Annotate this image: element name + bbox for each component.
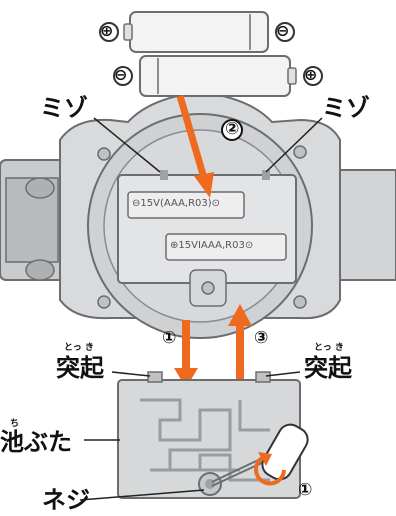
step-1-screw-marker: ① [298,480,313,500]
groove-label-left: ミゾ [40,94,88,122]
battery-cover-ruby: ち [10,419,20,429]
protrusion-label-right: 突起 [304,354,352,382]
step-3-marker: ③ [254,328,269,348]
screwdriver-icon [211,423,309,487]
insert-arrow [176,95,214,198]
leader-lines [79,117,323,501]
plus-icon: ⊕ [100,21,114,40]
protrusion-ruby-left: とっ き [64,343,94,353]
minus-icon: ⊖ [276,21,290,40]
battery-cover [117,371,301,499]
protrusion-ruby-right: とっ き [314,343,344,353]
screw-label: ネジ [42,486,90,514]
step-1-marker: ① [162,328,177,348]
compartment-label-lower: ⊕15VIAAA,R03⊙ [170,240,254,251]
battery-bottom [139,55,297,97]
remove-cover-arrow [174,320,198,388]
plus-icon: ⊕ [304,65,318,84]
rotate-arrow [254,456,286,486]
battery-cover-label: 池ぶた [0,428,72,456]
compartment-label-upper: ⊖15V(AAA,R03)⊙ [132,198,221,209]
battery-compartment [117,170,297,307]
step-2-marker: ② [225,119,240,139]
attach-cover-arrow [228,304,252,390]
groove-label-right: ミゾ [322,94,370,122]
minus-icon: ⊖ [114,65,128,84]
protrusion-label-left: 突起 [56,354,104,382]
battery-top [123,11,269,53]
